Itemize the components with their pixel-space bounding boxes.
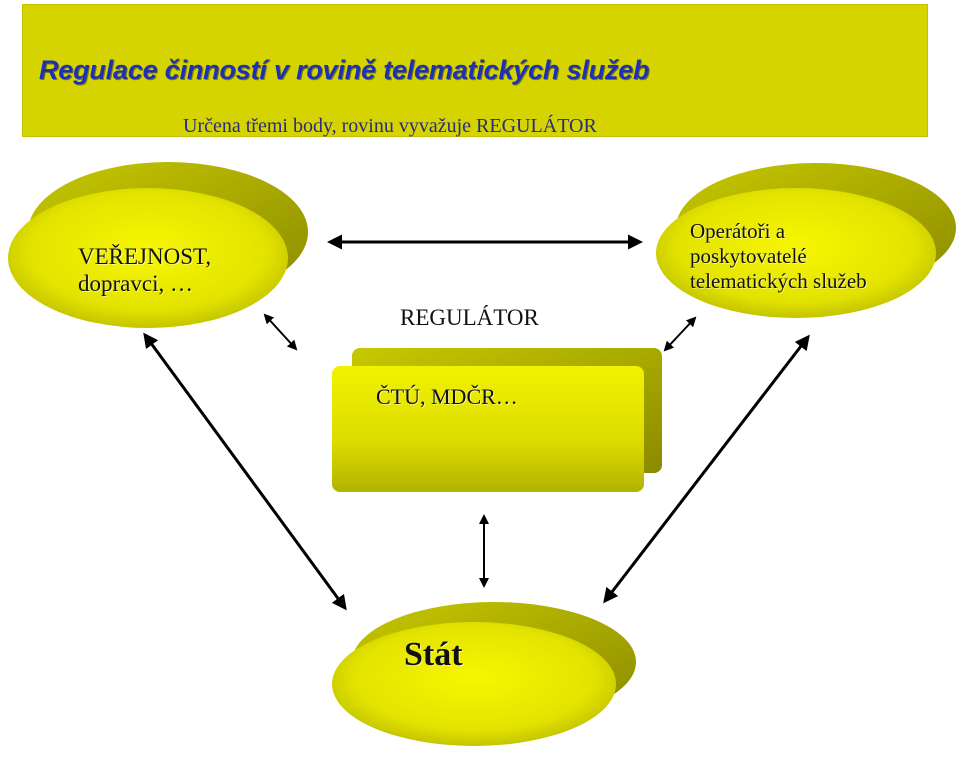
regulator-label: REGULÁTOR [400, 305, 539, 330]
operatori-line-3: telematických služeb [690, 269, 867, 293]
title-banner: Regulace činností v rovině telematických… [22, 4, 928, 137]
regulator-box [332, 366, 644, 492]
stat-label: Stát [404, 636, 463, 673]
arrow-public-regulator [263, 313, 298, 351]
page-title: Regulace činností v rovině telematických… [39, 55, 650, 85]
verejnost-label: VEŘEJNOST, dopravci, … [78, 243, 211, 297]
regulator-text: ČTÚ, MDČR… [376, 384, 518, 409]
page-subtitle: Určena třemi body, rovinu vyvažuje REGUL… [183, 115, 597, 137]
arrow-operators-regulator [663, 316, 697, 352]
stat-node [332, 602, 636, 746]
operatori-node [656, 163, 956, 318]
arrow-operators-state [603, 334, 810, 604]
regulator-node [332, 348, 662, 492]
arrow-public-state [143, 332, 347, 611]
verejnost-ellipse [8, 188, 288, 328]
verejnost-node [8, 162, 308, 328]
operatori-ellipse [656, 188, 936, 318]
verejnost-line-2: dopravci, … [78, 271, 193, 296]
operatori-line-1: Operátoři a [690, 219, 786, 243]
operatori-label: Operátoři a poskytovatelé telematických … [690, 219, 867, 294]
operatori-line-2: poskytovatelé [690, 244, 807, 268]
stat-ellipse [332, 622, 616, 746]
verejnost-line-1: VEŘEJNOST, [78, 244, 212, 269]
